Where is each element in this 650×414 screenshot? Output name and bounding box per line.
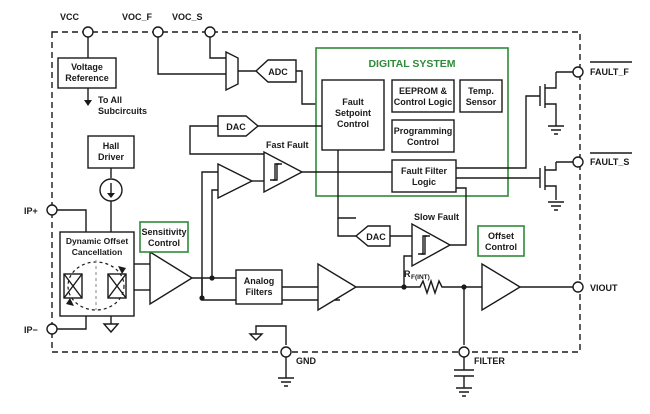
fault-setpoint-label-3: Control [337, 119, 369, 129]
dac-slow-label: DAC [366, 232, 386, 242]
slow-fault-label: Slow Fault [414, 212, 459, 222]
digital-system-title: DIGITAL SYSTEM [368, 58, 455, 70]
down-arrow-icon [84, 100, 92, 106]
offset-control-box [477, 225, 525, 257]
fault-setpoint-box [321, 79, 385, 151]
filter-capacitor [454, 369, 474, 377]
pin-gnd-label: GND [296, 356, 317, 366]
pin-ip-plus-label: IP+ [24, 206, 38, 216]
voltage-reference-label-1: Voltage [71, 62, 103, 72]
fault-setpoint-label-2: Setpoint [335, 108, 371, 118]
pin-voc-s: VOC_S [172, 12, 216, 38]
analog-filters-box [235, 269, 283, 305]
chip-boundary [51, 31, 581, 353]
pin-ip-minus [46, 323, 58, 335]
offset-amp [481, 262, 522, 312]
sensitivity-label-2: Control [148, 238, 180, 248]
sensitivity-amp [149, 250, 194, 306]
rf-resistor [404, 278, 482, 296]
offset-control-label-2: Control [485, 242, 517, 252]
pin-voc-f: VOC_F [122, 12, 164, 38]
fault-filter-label-2: Logic [412, 177, 436, 187]
fault-buffer-amp [217, 162, 254, 200]
pin-fault-f-label: FAULT_F [590, 67, 629, 77]
dac-fast-label: DAC [226, 122, 246, 132]
pin-vcc-label: VCC [60, 12, 80, 22]
ground-symbol-gnd [278, 377, 294, 387]
sensitivity-control-box [139, 221, 189, 253]
fast-fault-comparator [263, 150, 304, 194]
fault-f-transistor [539, 71, 574, 135]
pin-fault-s-label: FAULT_S [590, 157, 629, 167]
input-mux [225, 50, 239, 92]
fault-s-transistor [539, 161, 574, 211]
fault-filter-label-1: Fault Filter [401, 166, 447, 176]
pin-vcc: VCC [60, 12, 94, 38]
temp-sensor-label-2: Sensor [466, 97, 497, 107]
to-all-label: To All [98, 95, 122, 105]
pin-viout-label: VIOUT [590, 283, 618, 293]
pin-ip-minus-label: IP− [24, 325, 38, 335]
pin-filter [458, 346, 470, 358]
pin-ip-plus [46, 204, 58, 216]
pin-viout [572, 281, 584, 293]
output-buffer-amp [317, 262, 358, 312]
analog-filters-label-1: Analog [244, 276, 275, 286]
subcircuits-label: Subcircuits [98, 106, 147, 116]
programming-control-box [391, 119, 455, 153]
slow-fault-comparator [411, 222, 452, 268]
hall-driver-label-2: Driver [98, 152, 125, 162]
eeprom-box [391, 79, 455, 113]
dynamic-offset-label-1: Dynamic Offset [66, 236, 129, 246]
eeprom-label-2: Control Logic [394, 97, 453, 107]
analog-filters-label-2: Filters [245, 287, 272, 297]
pin-fault-s [572, 156, 584, 168]
ground-symbol-filter [456, 387, 472, 397]
rf-subscript: F(INT) [411, 274, 430, 281]
programming-label-1: Programming [394, 126, 453, 136]
dynamic-offset-label-2: Cancellation [72, 247, 123, 257]
hall-driver-label-1: Hall [103, 141, 120, 151]
pin-gnd [280, 346, 292, 358]
voltage-reference-box [57, 57, 117, 89]
programming-label-2: Control [407, 137, 439, 147]
temp-sensor-label-1: Temp. [468, 86, 494, 96]
fault-filter-box [391, 159, 457, 193]
eeprom-label-1: EEPROM & [399, 86, 448, 96]
pin-voc-f-label: VOC_F [122, 12, 153, 22]
temp-sensor-box [459, 79, 503, 113]
fast-fault-label: Fast Fault [266, 140, 309, 150]
offset-control-label-1: Offset [488, 231, 514, 241]
adc-label: ADC [268, 67, 288, 77]
pin-voc-s-label: VOC_S [172, 12, 203, 22]
rf-label: R [404, 269, 411, 279]
fault-setpoint-label-1: Fault [342, 97, 364, 107]
pin-fault-f [572, 66, 584, 78]
sensitivity-label-1: Sensitivity [141, 227, 186, 237]
pin-filter-label: FILTER [474, 356, 505, 366]
voltage-reference-label-2: Reference [65, 73, 109, 83]
